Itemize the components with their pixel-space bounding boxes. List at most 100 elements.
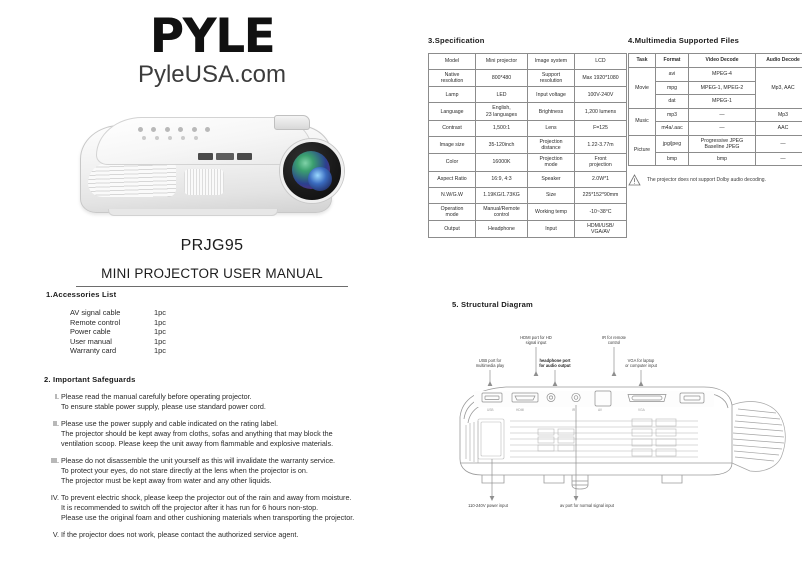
spec-value-cell: 100V-240V	[574, 86, 627, 104]
safeguard-text: To prevent electric shock, please keep t…	[61, 493, 416, 523]
projector-badges	[198, 153, 252, 161]
multimedia-note-text: The projector does not support Dolby aud…	[647, 176, 766, 183]
safeguards-list: I.Please read the manual carefully befor…	[44, 392, 416, 540]
specification-heading: 3.Specification	[428, 36, 485, 45]
svg-text:HDMI: HDMI	[516, 408, 524, 412]
projector-rear-linedrawing: USB HDMI IR AV VGA	[459, 347, 786, 501]
spec-key-cell: Image size	[428, 135, 476, 155]
multimedia-heading: 4.Multimedia Supported Files	[628, 36, 740, 45]
spec-value-cell: Mini projector	[475, 53, 528, 70]
model-number: PRJG95	[180, 237, 244, 255]
projector-button-row	[138, 127, 210, 133]
spec-key-cell: Output	[428, 220, 476, 239]
spec-value-cell: 1.22-3.77m	[574, 135, 627, 155]
safeguard-text: Please read the manual carefully before …	[61, 392, 416, 412]
spec-value-cell: 2.0W*1	[574, 170, 627, 188]
projector-lens	[280, 139, 344, 204]
accessories-heading: 1.Accessories List	[46, 290, 117, 299]
spec-value-cell: -10~38°C	[574, 202, 627, 222]
spec-value-cell: LED	[475, 86, 528, 104]
spec-key-cell: Speaker	[527, 170, 575, 188]
safeguard-number: V.	[52, 530, 59, 539]
safeguard-line: The projector must be kept away from wat…	[61, 476, 272, 485]
safeguards-section: 2. Important Safeguards I.Please read th…	[44, 375, 416, 547]
spec-key-cell: Lamp	[428, 86, 476, 104]
spec-key-cell: Aspect Ratio	[428, 170, 476, 188]
mm-video-decode-cell: MPEG-1, MPEG-2	[688, 80, 756, 95]
structural-heading: 5. Structural Diagram	[452, 300, 534, 309]
mm-audio-decode-cell: AAC	[755, 121, 802, 136]
spec-key-cell: Input	[527, 220, 575, 239]
spec-key-cell: N.W/G.W	[428, 186, 476, 204]
mm-format-cell: mpg	[655, 80, 689, 95]
mm-video-decode-cell: —	[688, 121, 756, 136]
mm-task-cell: Music	[628, 107, 656, 136]
safeguard-line: If the projector does not work, please c…	[61, 530, 299, 539]
safeguard-line: To ensure stable power supply, please us…	[61, 402, 266, 411]
cover-block: PYLE PyleUSA.com PRJG95	[34, 13, 390, 288]
safeguard-item: IV.To prevent electric shock, please kee…	[44, 493, 416, 523]
projector-button-row-secondary	[142, 136, 198, 141]
lens-glass	[292, 151, 332, 192]
accessory-qty: 1pc	[154, 308, 166, 317]
column-header: Video Decode	[688, 53, 756, 68]
safeguard-line: Please use the original foam and other c…	[61, 513, 355, 522]
safeguard-text: If the projector does not work, please c…	[61, 530, 416, 540]
spec-value-cell: HDMI/USB/VGA/AV	[574, 220, 627, 239]
spec-key-cell: Brightness	[527, 102, 575, 121]
lens-inner-ring	[308, 167, 332, 192]
accessory-name: Power cable	[70, 327, 111, 337]
accessory-name: AV signal cable	[70, 308, 121, 317]
safeguards-heading: 2. Important Safeguards	[44, 375, 136, 384]
manual-title: MINI PROJECTOR USER MANUAL	[101, 266, 323, 282]
svg-text:AV: AV	[598, 408, 603, 412]
projector-base	[108, 209, 278, 217]
spec-value-cell: 800*480	[475, 68, 528, 88]
mm-video-decode-cell: MPEG-4	[688, 67, 756, 82]
accessory-qty: 1pc	[154, 346, 166, 356]
safeguard-line: Please use the power supply and cable in…	[61, 419, 278, 428]
safeguard-item: III.Please do not disassemble the unit y…	[44, 456, 416, 486]
safeguard-line: ventilation scoop. Please keep the unit …	[61, 439, 334, 448]
spec-key-cell: Image system	[527, 53, 575, 70]
label-vga-port: VGA for laptop or computer input	[625, 358, 657, 369]
spec-value-cell: 35-120inch	[475, 135, 528, 155]
svg-text:USB: USB	[487, 408, 494, 412]
spec-key-cell: Contrast	[428, 119, 476, 137]
safeguard-item: V.If the projector does not work, please…	[44, 530, 416, 540]
mm-audio-decode-cell: —	[755, 151, 802, 167]
title-divider	[76, 286, 348, 288]
projector-focus-dial	[274, 115, 310, 131]
mm-format-cell: mp3	[655, 107, 689, 122]
mm-task-cell: Movie	[628, 67, 656, 109]
spec-key-cell: Size	[527, 186, 575, 204]
spec-key-cell: Lens	[527, 119, 575, 137]
label-ir-receiver: IR for remote control	[602, 335, 626, 346]
accessory-qty: 1pc	[154, 336, 166, 346]
safeguard-line: To protect your eyes, do not stare direc…	[61, 466, 308, 475]
safeguard-line: It is recommended to switch off the proj…	[61, 503, 319, 512]
